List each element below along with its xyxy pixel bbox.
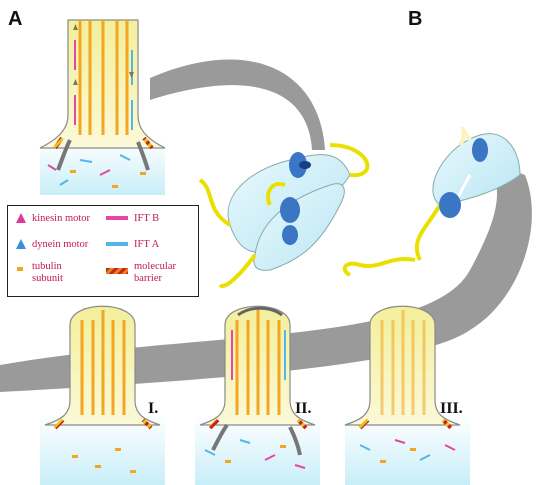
stage-i-label: I. [148,400,159,417]
panel-a-label: A [8,8,23,30]
legend-dynein: dynein motor [32,239,89,250]
stage-iii-label: III. [440,400,463,417]
legend-tubulin-2: subunit [32,273,63,284]
legend-tubulin-1: tubulin [32,261,62,272]
legend-ift-b: IFT B [134,213,160,224]
connector-band-top [150,59,325,150]
legend-ift-a: IFT A [134,239,160,250]
particles-stage-iii [359,439,456,463]
legend-kinesin: kinesin motor [32,213,91,224]
kinesin-motor-icon [16,213,26,223]
dynein-motor-icon [16,239,26,249]
panel-b-label: B [408,8,423,30]
particles-panel-a [47,154,146,188]
tubulin-subunit-icon [17,267,23,271]
legend-barrier-2: barrier [134,273,162,284]
cilium-stage-iii [344,305,470,485]
stage-ii-label: II. [295,400,312,417]
ift-a-icon [106,242,128,246]
molecular-barrier-icon [106,268,128,274]
particles-stage-ii [204,439,306,469]
cilium-stage-ii [195,305,320,485]
cilium-stage-i [40,305,165,485]
cell-group-left [198,143,370,288]
cilium-panel-a [39,19,166,195]
legend-barrier-1: molecular [134,261,176,272]
ift-b-icon [106,216,128,220]
legend-box: kinesin motor dynein motor tubulin subun… [7,205,199,297]
cell-group-right [342,126,521,277]
